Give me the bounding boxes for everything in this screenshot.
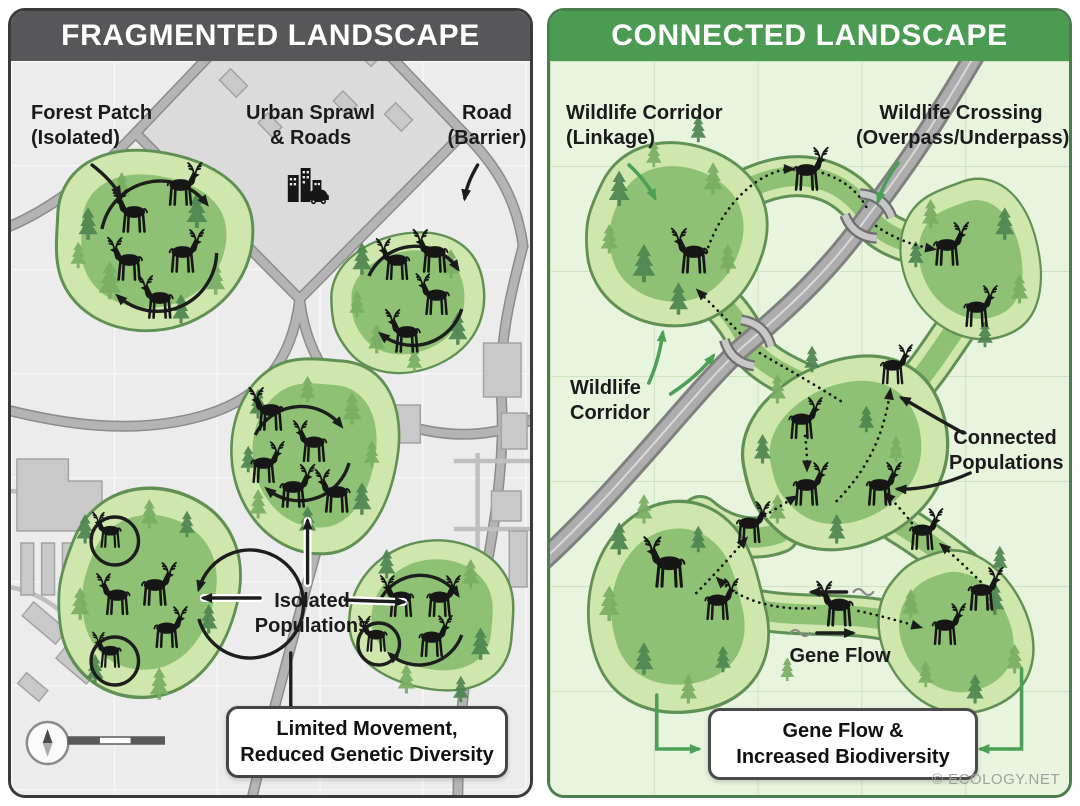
gene-flow-label: Gene Flow — [789, 645, 891, 667]
fragmented-title: FRAGMENTED LANDSCAPE — [61, 19, 480, 52]
highway — [550, 61, 984, 569]
movement-paths — [694, 164, 987, 630]
connected-title: CONNECTED LANDSCAPE — [611, 19, 1008, 52]
scale-bar-icon — [67, 736, 165, 745]
fragmented-map: Forest Patch (Isolated) Urban Sprawl & R… — [11, 61, 530, 795]
fragmented-header: FRAGMENTED LANDSCAPE — [11, 11, 530, 61]
wildlife-corridor-linkage-label: Wildlife Corridor (Linkage) — [566, 102, 723, 150]
fragmented-panel: FRAGMENTED LANDSCAPE — [8, 8, 533, 798]
limited-movement-callout: Limited Movement, Reduced Genetic Divers… — [226, 706, 508, 778]
gene-flow-callout: Gene Flow & Increased Biodiversity — [708, 708, 978, 780]
gene-flow-squiggle-icon — [789, 628, 812, 638]
urban-sprawl-label: Urban Sprawl & Roads — [246, 102, 375, 150]
forest-patch-label: Forest Patch (Isolated) — [31, 102, 153, 150]
isolated-populations-label: Isolated Populations — [254, 590, 370, 638]
connected-populations-arrows — [894, 396, 972, 495]
credit-watermark: © ECOLOGY.NET — [931, 771, 1060, 788]
road-barrier-label: Road (Barrier) — [447, 102, 527, 150]
connected-populations-label: Connected Populations — [949, 427, 1064, 475]
wildlife-crossing-label: Wildlife Crossing (Overpass/Underpass) — [856, 102, 1070, 150]
urban-district — [134, 61, 466, 301]
label-arrows — [90, 163, 480, 708]
connected-panel: CONNECTED LANDSCAPE — [547, 8, 1072, 798]
fragmented-map-art — [11, 61, 530, 795]
compass-icon — [25, 720, 70, 766]
connected-map-art — [550, 61, 1069, 795]
green-label-arrows — [627, 161, 1024, 754]
wildlife-corridor-label: Wildlife Corridor — [570, 377, 650, 425]
gene-flow-squiggle-icon — [852, 587, 875, 597]
city-icon — [287, 168, 329, 205]
gene-flow-arrows — [789, 587, 875, 638]
connected-header: CONNECTED LANDSCAPE — [550, 11, 1069, 61]
connected-map: Wildlife Corridor (Linkage) Wildlife Cro… — [550, 61, 1070, 795]
isolation-loop-arrows — [89, 179, 464, 687]
